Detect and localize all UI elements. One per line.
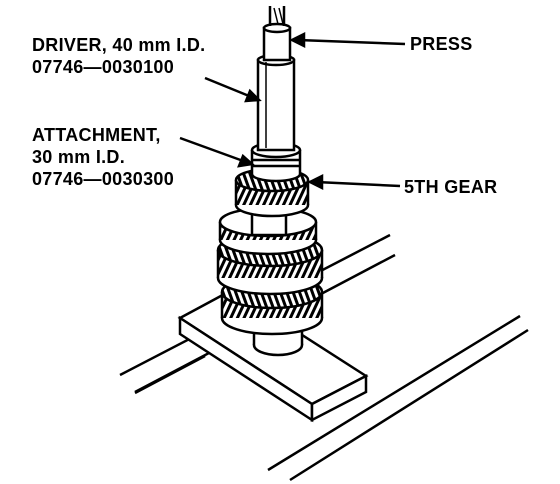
driver-label-name: DRIVER, 40 mm I.D. (32, 35, 206, 55)
attachment-label-size: 30 mm I.D. (32, 147, 126, 167)
attachment-part-number: 07746—0030300 (32, 169, 175, 189)
leader-arrows (179, 31, 406, 191)
gear-cluster (216, 167, 324, 357)
driver-part-number: 07746—0030100 (32, 57, 175, 77)
fifth-gear-label: 5TH GEAR (404, 177, 498, 197)
driver-shaft (256, 6, 296, 152)
driver-label: DRIVER, 40 mm I.D. 07746—0030100 (32, 34, 205, 78)
press-label: PRESS (410, 34, 473, 54)
attachment-label-name: ATTACHMENT, (32, 125, 161, 145)
attachment-label: ATTACHMENT, 30 mm I.D. 07746—0030300 (32, 124, 174, 190)
